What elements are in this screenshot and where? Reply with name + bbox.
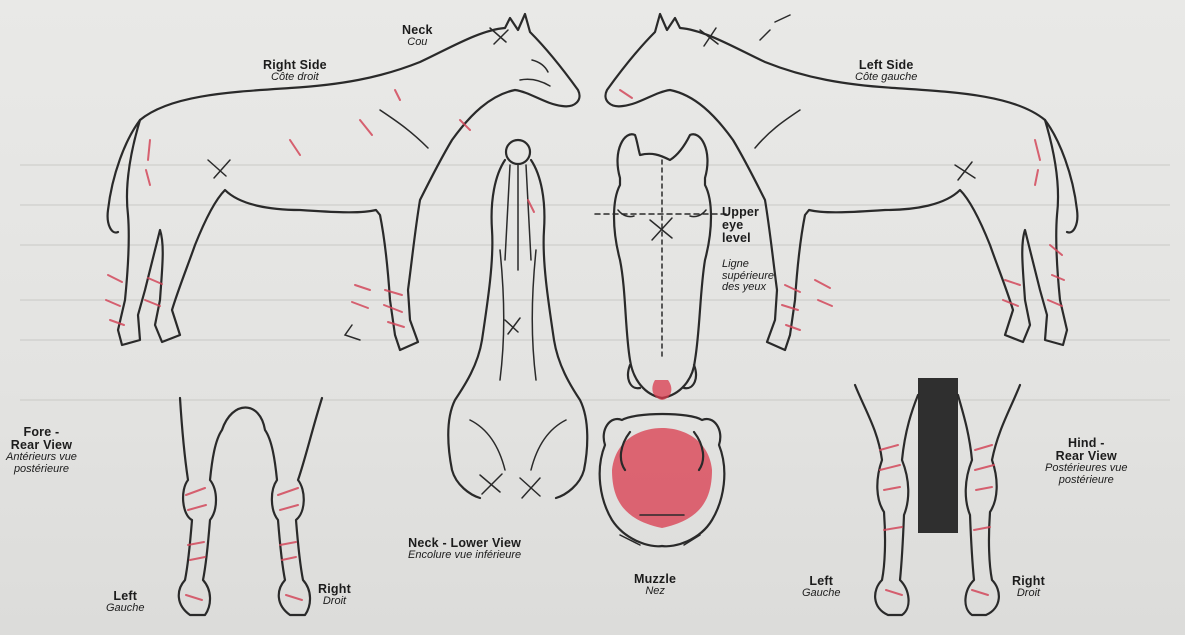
label-upper-eye-level: Upper eye level Ligne supérieure des yeu… [722, 206, 774, 294]
hind-rear-view [855, 378, 1020, 615]
label-fore-rear-view: Fore - Rear View Antérieurs vue postérie… [6, 426, 77, 475]
label-right-side: Right Side Côte droit [263, 59, 327, 84]
label-hind-rear-view: Hind - Rear View Postérieures vue postér… [1045, 437, 1128, 486]
label-neck: Neck Cou [402, 24, 433, 49]
background-print-lines [20, 165, 1170, 400]
label-left-side-fr: Côte gauche [855, 72, 917, 84]
label-neck-lower-view: Neck - Lower View Encolure vue inférieur… [408, 537, 521, 562]
label-hind-right-fr: Droit [1012, 588, 1045, 600]
label-hind-left: Left Gauche [802, 575, 841, 600]
fore-rear-view [179, 398, 322, 615]
muzzle-view [600, 414, 725, 546]
head-front-view [595, 134, 730, 400]
label-fore-left: Left Gauche [106, 590, 145, 615]
label-hind-left-fr: Gauche [802, 588, 841, 600]
label-fore-right-fr: Droit [318, 596, 351, 608]
whorl-mark-neck [490, 28, 508, 44]
label-upper-eye-en3: level [722, 232, 774, 245]
label-fore-left-fr: Gauche [106, 603, 145, 615]
label-muzzle: Muzzle Nez [634, 573, 676, 598]
label-left-side: Left Side Côte gauche [855, 59, 917, 84]
neck-lower-view [448, 140, 587, 498]
label-muzzle-fr: Nez [634, 586, 676, 598]
label-hind-rear-fr2: postérieure [1045, 475, 1128, 487]
label-right-side-fr: Côte droit [263, 72, 327, 84]
whorl-mark-body [208, 160, 230, 178]
label-neck-fr: Cou [402, 37, 433, 49]
tail-shape [918, 378, 958, 533]
label-hind-right: Right Droit [1012, 575, 1045, 600]
label-upper-eye-fr3: des yeux [722, 282, 774, 294]
label-fore-right: Right Droit [318, 583, 351, 608]
label-neck-lower-fr: Encolure vue inférieure [408, 550, 521, 562]
label-fore-rear-fr2: postérieure [6, 464, 77, 476]
